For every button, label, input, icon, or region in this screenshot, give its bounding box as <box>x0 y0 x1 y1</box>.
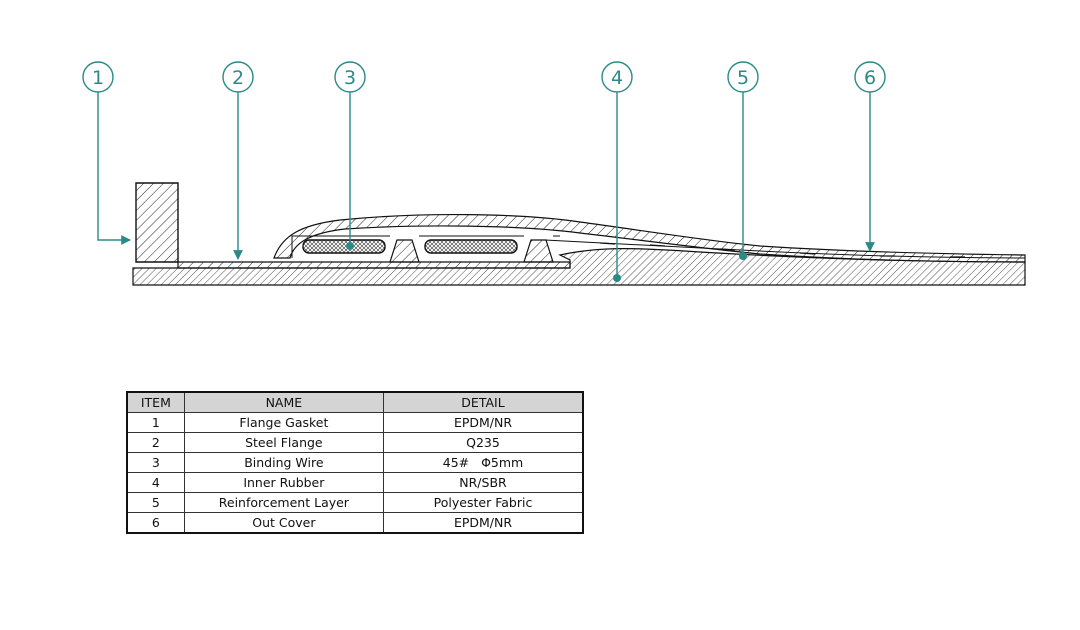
cell-detail: 45# Φ5mm <box>383 452 584 473</box>
cell-detail: EPDM/NR <box>383 412 584 433</box>
callout-5: 5 <box>727 61 759 260</box>
callout-1-number: 1 <box>92 67 104 89</box>
callout-4-number: 4 <box>611 67 623 89</box>
header-name: NAME <box>183 391 385 413</box>
cell-item: 4 <box>126 472 185 493</box>
header-detail: DETAIL <box>383 391 584 413</box>
callout-6-number: 6 <box>864 67 876 89</box>
callout-1: 1 <box>82 61 131 245</box>
cell-detail: EPDM/NR <box>383 512 584 534</box>
table-row: 5 Reinforcement Layer Polyester Fabric <box>126 492 584 513</box>
reinforcement-dashes <box>599 242 965 258</box>
cell-detail: Polyester Fabric <box>383 492 584 513</box>
table-row: 3 Binding Wire 45# Φ5mm <box>126 452 584 473</box>
steel-flange <box>177 261 571 269</box>
table-header-row: ITEM NAME DETAIL <box>126 391 584 413</box>
table-row: 6 Out Cover EPDM/NR <box>126 512 584 534</box>
cell-name: Binding Wire <box>183 452 385 473</box>
callout-2-number: 2 <box>232 67 244 89</box>
callout-6: 6 <box>854 61 886 252</box>
flange-gasket <box>135 182 179 263</box>
cell-name: Out Cover <box>183 512 385 534</box>
header-item: ITEM <box>126 391 185 413</box>
cell-item: 1 <box>126 412 185 433</box>
flange-tooth-2 <box>523 239 554 263</box>
parts-table: ITEM NAME DETAIL 1 Flange Gasket EPDM/NR… <box>126 391 584 534</box>
cell-detail: NR/SBR <box>383 472 584 493</box>
cell-name: Steel Flange <box>183 432 385 453</box>
callout-4: 4 <box>601 61 633 282</box>
table-row: 2 Steel Flange Q235 <box>126 432 584 453</box>
callout-3: 3 <box>334 61 366 250</box>
cross-section-diagram: 1 2 3 4 5 6 <box>82 61 1026 286</box>
binding-wire-2 <box>424 239 518 254</box>
callout-5-number: 5 <box>737 67 749 89</box>
cell-name: Reinforcement Layer <box>183 492 385 513</box>
table-row: 1 Flange Gasket EPDM/NR <box>126 412 584 433</box>
cell-name: Inner Rubber <box>183 472 385 493</box>
cell-name: Flange Gasket <box>183 412 385 433</box>
cell-item: 6 <box>126 512 185 534</box>
callout-2: 2 <box>222 61 254 260</box>
table-row: 4 Inner Rubber NR/SBR <box>126 472 584 493</box>
cell-item: 5 <box>126 492 185 513</box>
callout-3-number: 3 <box>344 67 356 89</box>
wire-housing <box>291 235 560 258</box>
cell-item: 3 <box>126 452 185 473</box>
flange-tooth-1 <box>389 239 420 263</box>
binding-wire-1 <box>302 239 386 254</box>
cell-item: 2 <box>126 432 185 453</box>
cell-detail: Q235 <box>383 432 584 453</box>
